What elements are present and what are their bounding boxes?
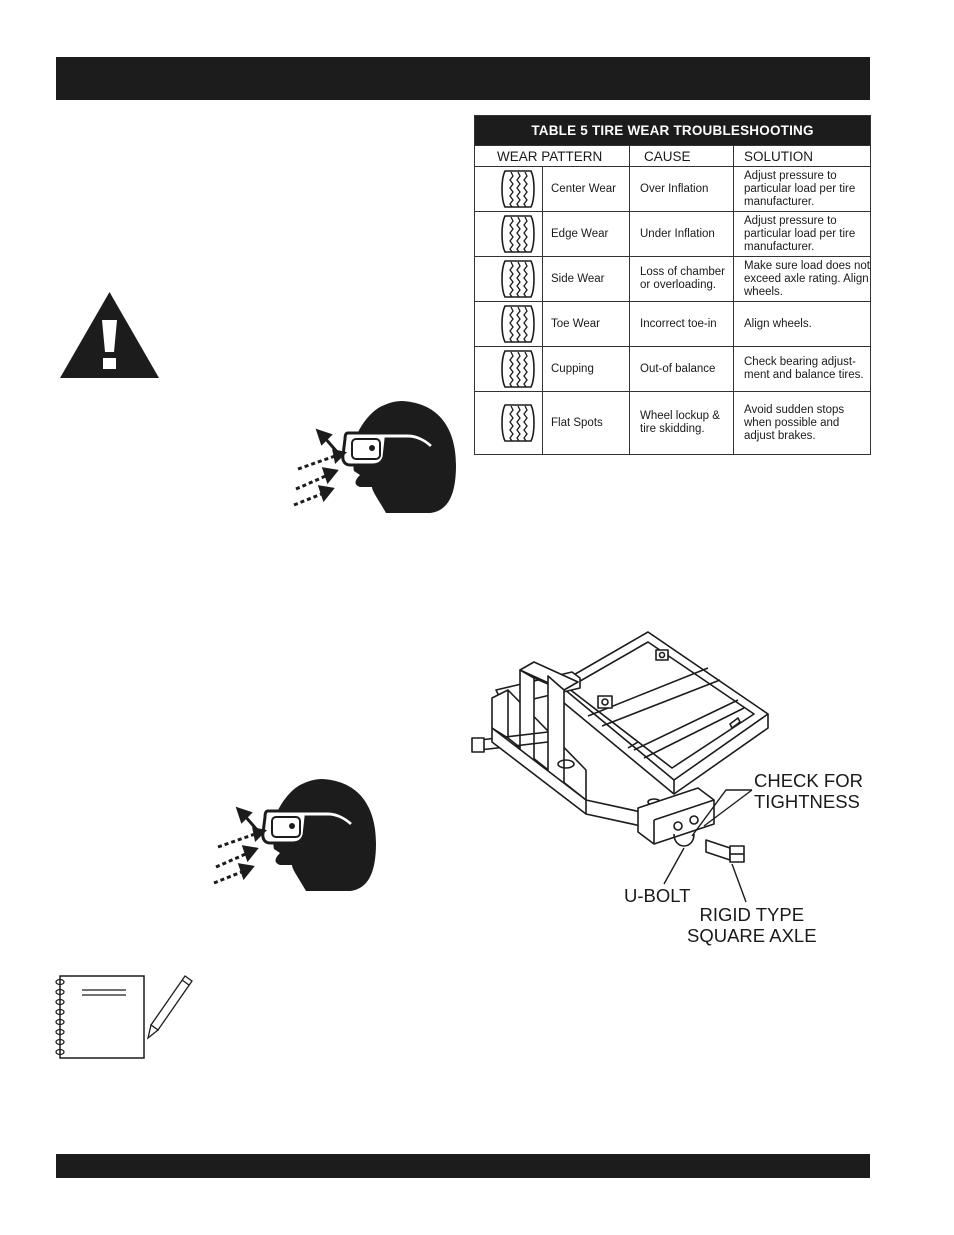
header-bar xyxy=(56,57,870,100)
solution-text: Avoid sudden stops when possible and adj… xyxy=(732,391,872,455)
header-solution: SOLUTION xyxy=(732,145,872,167)
tire-tread-icon xyxy=(474,346,543,392)
table-row: Flat Spots Wheel lockup & tire skidding.… xyxy=(474,391,872,455)
header-wear-pattern: WEAR PATTERN xyxy=(474,145,630,167)
solution-text: Adjust pressure to particular load per t… xyxy=(732,166,872,212)
cause-text: Wheel lockup & tire skidding. xyxy=(629,391,734,455)
wear-pattern-label: Toe Wear xyxy=(542,301,630,347)
cause-text: Out-of balance xyxy=(629,346,734,392)
callout-line: TIGHTNESS xyxy=(754,791,860,812)
callout-check-tightness: CHECK FOR TIGHTNESS xyxy=(754,770,863,812)
callout-line: SQUARE AXLE xyxy=(687,925,817,946)
table-title: TABLE 5 TIRE WEAR TROUBLESHOOTING xyxy=(473,115,872,146)
wear-pattern-label: Cupping xyxy=(542,346,630,392)
wear-pattern-label: Center Wear xyxy=(542,166,630,212)
table-row: Toe Wear Incorrect toe-in Align wheels. xyxy=(474,301,872,347)
solution-text: Make sure load does not exceed axle rati… xyxy=(732,256,872,302)
callout-line: RIGID TYPE xyxy=(699,904,805,925)
tire-tread-icon xyxy=(474,211,543,257)
solution-text: Check bearing adjust-ment and balance ti… xyxy=(732,346,872,392)
wear-pattern-label: Edge Wear xyxy=(542,211,630,257)
solution-text: Adjust pressure to particular load per t… xyxy=(732,211,872,257)
tire-tread-icon xyxy=(474,166,543,212)
callout-line: CHECK FOR xyxy=(754,770,863,791)
wear-pattern-label: Side Wear xyxy=(542,256,630,302)
tire-wear-table: TABLE 5 TIRE WEAR TROUBLESHOOTING WEAR P… xyxy=(473,115,872,455)
safety-goggles-icon xyxy=(293,401,456,513)
warning-triangle-icon xyxy=(60,292,159,378)
safety-goggles-icon xyxy=(213,779,376,891)
tire-tread-icon xyxy=(474,301,543,347)
notebook-pencil-icon xyxy=(55,975,193,1059)
callout-rigid-square-axle: RIGID TYPE SQUARE AXLE xyxy=(687,904,817,946)
cause-text: Incorrect toe-in xyxy=(629,301,734,347)
header-cause: CAUSE xyxy=(629,145,734,167)
table-row: Center Wear Over Inflation Adjust pressu… xyxy=(474,166,872,212)
footer-bar xyxy=(56,1154,870,1178)
axle-mount-drawing xyxy=(471,631,769,863)
tire-tread-icon xyxy=(474,391,543,455)
wear-pattern-label: Flat Spots xyxy=(542,391,630,455)
tire-tread-icon xyxy=(474,256,543,302)
table-row: Cupping Out-of balance Check bearing adj… xyxy=(474,346,872,392)
cause-text: Over Inflation xyxy=(629,166,734,212)
cause-text: Under Inflation xyxy=(629,211,734,257)
callout-u-bolt: U-BOLT xyxy=(624,885,691,906)
table-row: Side Wear Loss of chamber or overloading… xyxy=(474,256,872,302)
table-row: Edge Wear Under Inflation Adjust pressur… xyxy=(474,211,872,257)
solution-text: Align wheels. xyxy=(732,301,872,347)
cause-text: Loss of chamber or overloading. xyxy=(629,256,734,302)
